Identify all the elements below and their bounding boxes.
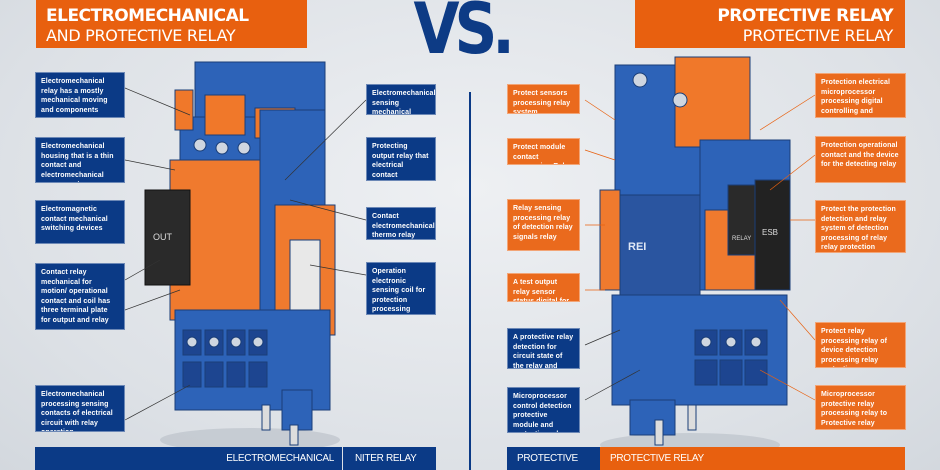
footer-left-main-label: ELECTROMECHANICAL — [226, 453, 334, 464]
right-subtitle: PROTECTIVE RELAY — [742, 26, 894, 45]
center-divider — [469, 92, 471, 470]
left-callout-1: Electromechanical relay has a mostly mec… — [35, 72, 125, 118]
footer-left-side: NITER RELAY — [343, 447, 436, 470]
right-module-mark: RELAY — [732, 236, 751, 242]
left-callout-2: Electromechanical housing that is a thin… — [35, 137, 125, 183]
left-module-mark: OUT — [153, 232, 173, 242]
right-callout-3: Protect the protection detection and rel… — [815, 200, 906, 253]
left-mid-callout-2: Protecting output relay that electrical … — [366, 137, 436, 181]
left-callout-4: Contact relay mechanical for motion/ ope… — [35, 263, 125, 330]
footer-right-main: PROTECTIVE RELAY — [600, 447, 905, 470]
footer-right-side: PROTECTIVE — [507, 447, 600, 470]
left-mid-callout-1: Electromechanically sensing mechanical s… — [366, 84, 436, 115]
right-callout-1: Protection electrical microprocessor pro… — [815, 73, 906, 118]
right-mid-callout-1: Protect sensors processing relay system — [507, 84, 580, 114]
protective-relay-illustration: REI RELAY ESB — [599, 56, 791, 457]
footer-left-main: ELECTROMECHANICAL — [35, 447, 342, 470]
left-subtitle: AND PROTECTIVE RELAY — [46, 26, 236, 45]
left-title-banner: ELECTROMECHANICAL AND PROTECTIVE RELAY — [36, 0, 307, 48]
callout-lines — [124, 87, 816, 421]
electromechanical-relay-illustration: OUT — [144, 61, 340, 452]
footer-right-main-label: PROTECTIVE RELAY — [610, 453, 704, 464]
right-callout-4: Protect relay processing relay of device… — [815, 322, 906, 368]
right-title: PROTECTIVE RELAY — [717, 6, 893, 26]
left-mid-callout-3: Contact electromechanical thermo relay s… — [366, 207, 436, 240]
left-mid-callout-4: Operation electronic sensing coil for pr… — [366, 262, 436, 315]
right-mid-callout-5: A protective relay detection for circuit… — [507, 328, 580, 369]
footer-right-side-label: PROTECTIVE — [517, 453, 578, 464]
right-mid-callout-2: Protect module contact processing Relay … — [507, 138, 580, 165]
right-callout-2: Protection operational contact and the d… — [815, 136, 906, 183]
left-title: ELECTROMECHANICAL — [46, 6, 249, 26]
left-callout-3: Electromagnetic contact mechanical switc… — [35, 200, 125, 244]
right-callout-5: Microprocessor protective relay processi… — [815, 385, 906, 430]
vs-heading: VS. — [413, 0, 514, 70]
right-tag-mark: ESB — [762, 228, 778, 237]
right-mid-callout-3: Relay sensing processing relay of detect… — [507, 199, 580, 251]
right-mid-callout-6: Microprocessor control detection protect… — [507, 387, 580, 433]
left-callout-5: Electromechanical processing sensing con… — [35, 385, 125, 432]
footer-left-side-label: NITER RELAY — [355, 453, 417, 464]
right-title-banner: PROTECTIVE RELAY PROTECTIVE RELAY — [635, 0, 905, 48]
right-logo-mark: REI — [628, 241, 646, 253]
right-mid-callout-4: A test output relay sensor status digita… — [507, 273, 580, 302]
